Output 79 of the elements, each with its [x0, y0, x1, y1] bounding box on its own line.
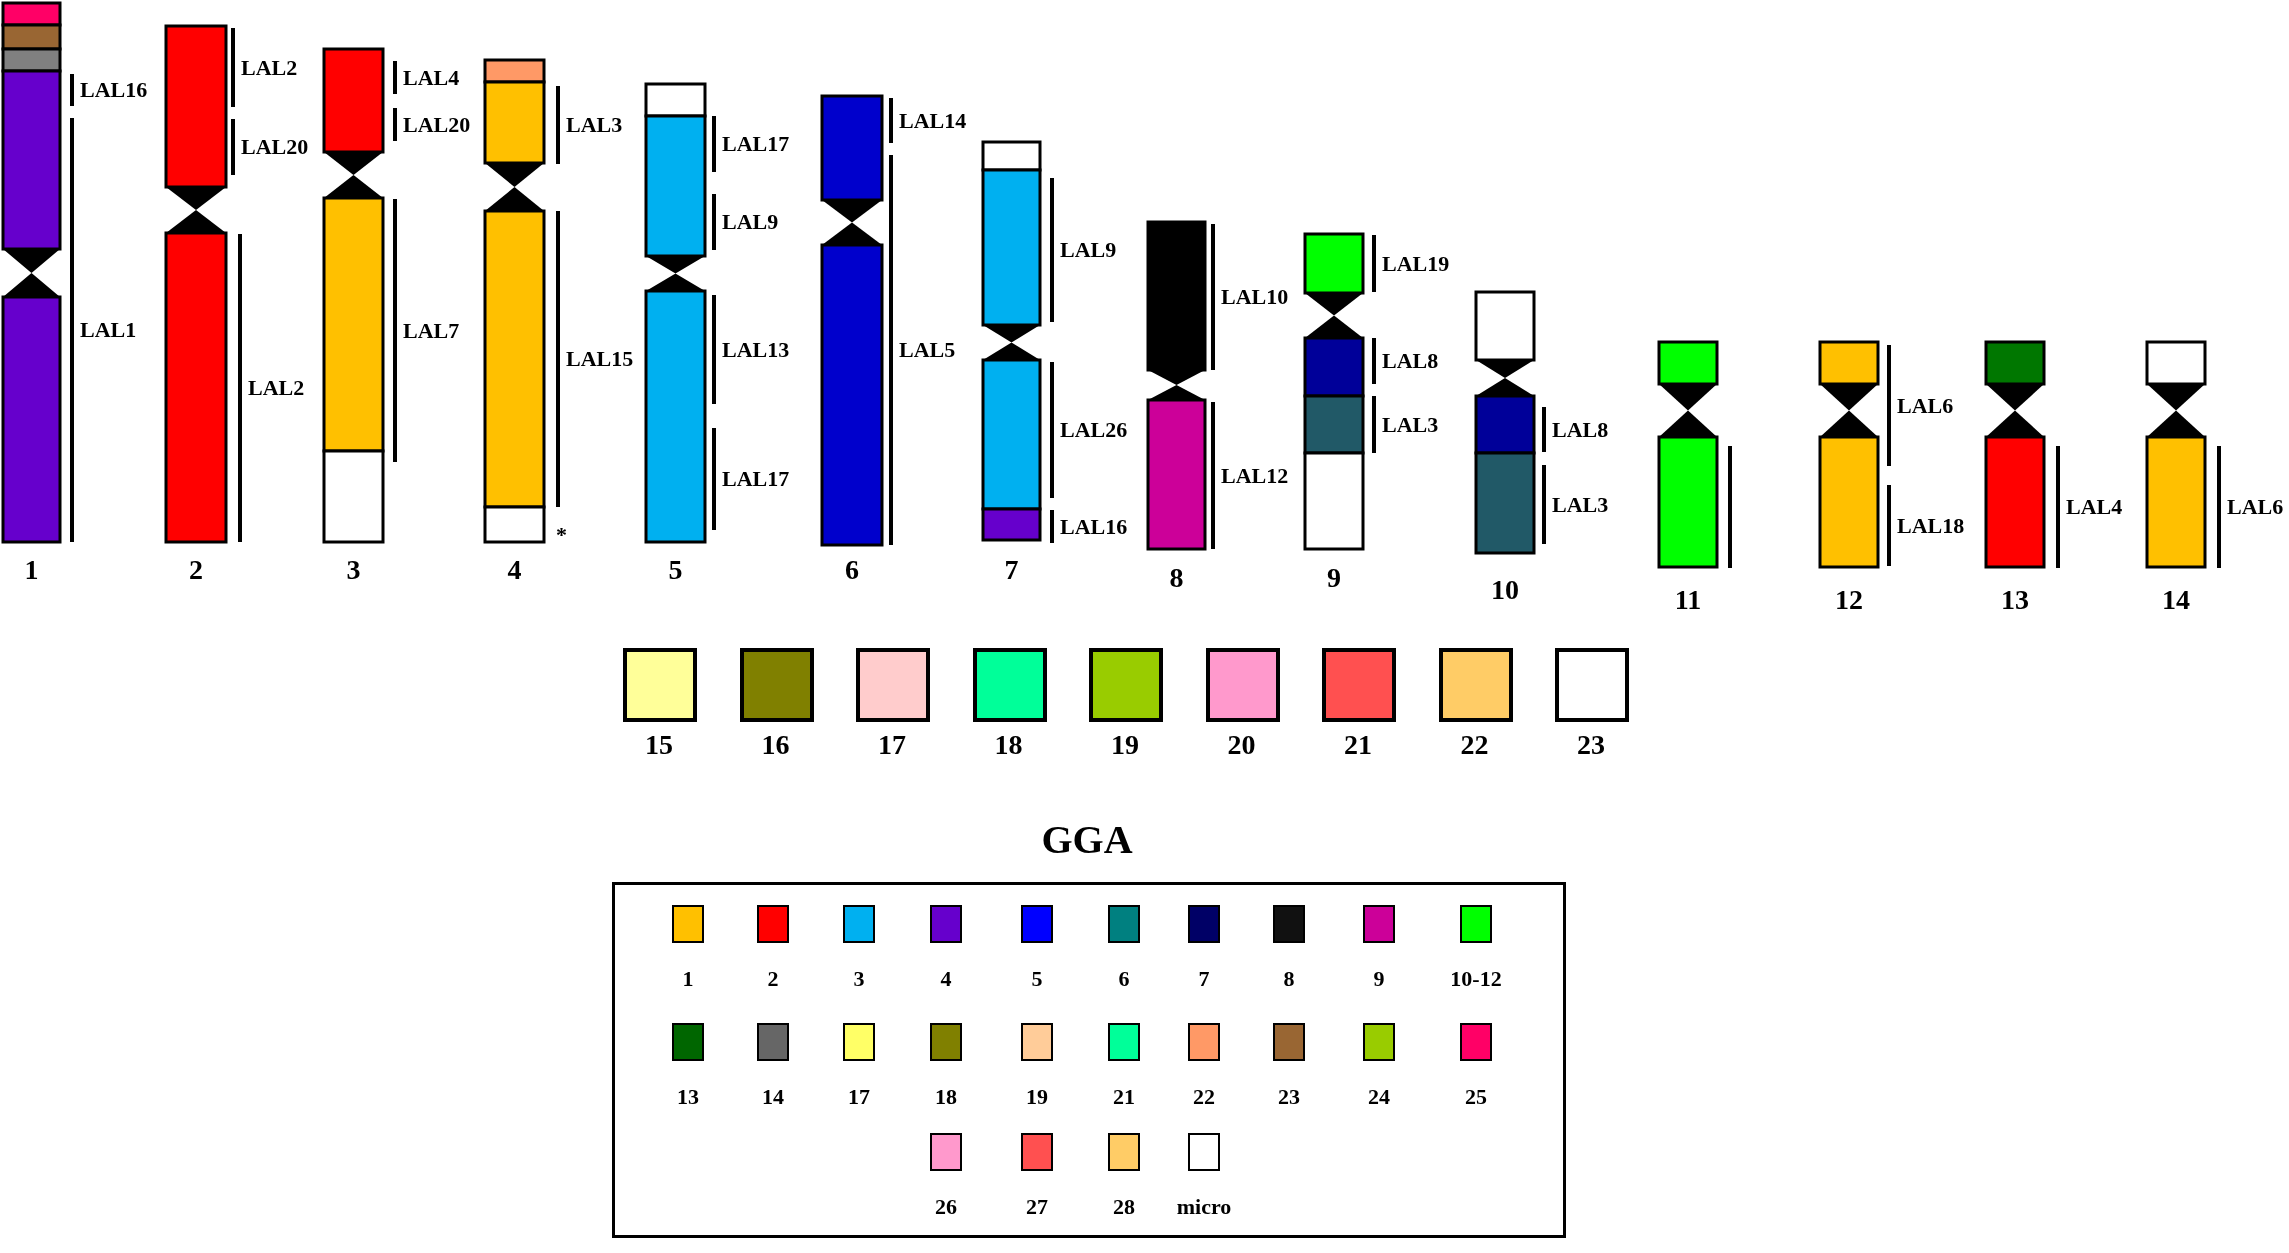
legend-label: micro: [1175, 1195, 1233, 1219]
legend-label: 1: [681, 967, 695, 991]
legend-label: 26: [934, 1195, 958, 1219]
chromosome-number: 9: [1326, 563, 1342, 593]
chromosome-number: 17: [877, 730, 907, 760]
legend-label: 14: [761, 1085, 785, 1109]
locus-label: LAL1: [80, 318, 137, 342]
legend-label: 6: [1117, 967, 1131, 991]
chromosome-number: 1: [23, 555, 40, 585]
chromosome-number: 8: [1168, 563, 1185, 593]
locus-label: LAL8: [1382, 349, 1439, 373]
legend-label: 9: [1372, 967, 1386, 991]
locus-label: LAL4: [403, 65, 460, 90]
locus-label: LAL15: [566, 347, 634, 371]
locus-label: LAL20: [241, 135, 309, 159]
legend-label: 23: [1277, 1085, 1301, 1109]
locus-label: LAL6: [2227, 495, 2284, 519]
legend-label: 3: [852, 967, 866, 991]
locus-label: *: [556, 523, 567, 547]
legend-label: 25: [1464, 1085, 1488, 1109]
locus-label: LAL4: [2066, 495, 2123, 519]
locus-label: LAL12: [1221, 463, 1289, 488]
legend-label: 8: [1282, 967, 1296, 991]
chromosome-number: 16: [760, 730, 791, 760]
locus-label: LAL13: [722, 337, 790, 362]
legend-label: 18: [934, 1085, 958, 1109]
locus-label: LAL3: [566, 113, 623, 137]
locus-label: LAL2: [248, 376, 305, 400]
chromosome-number: 18: [993, 730, 1024, 760]
legend-label: 21: [1112, 1085, 1136, 1109]
chromosome-number: 4: [506, 555, 523, 585]
chromosome-number: 15: [644, 730, 674, 760]
chromosome-number: 6: [844, 555, 860, 585]
locus-label: LAL10: [1221, 285, 1289, 309]
locus-label: LAL5: [899, 338, 956, 362]
legend-label: 17: [847, 1085, 871, 1109]
legend-label: 28: [1112, 1195, 1136, 1219]
chromosome-number: 14: [2161, 585, 2191, 615]
chromosome-number: 11: [1673, 585, 1703, 615]
legend-label: 24: [1367, 1085, 1391, 1109]
chromosome-number: 5: [667, 555, 684, 585]
chromosome-number: 2: [188, 555, 204, 585]
locus-label: LAL8: [1552, 417, 1609, 442]
locus-label: LAL19: [1382, 251, 1450, 276]
chromosome-number: 23: [1576, 730, 1606, 760]
chromosome-number: 7: [1003, 555, 1020, 585]
legend-label: 7: [1197, 967, 1211, 991]
locus-label: LAL20: [403, 112, 471, 137]
legend-label: 22: [1192, 1085, 1216, 1109]
chromosome-number: 21: [1343, 730, 1373, 760]
legend-label: 27: [1025, 1195, 1049, 1219]
locus-label: LAL17: [722, 467, 790, 491]
legend-label: 19: [1025, 1085, 1049, 1109]
locus-label: LAL14: [899, 108, 967, 133]
chromosome-number: 12: [1834, 585, 1864, 615]
legend-label: 10-12: [1449, 967, 1503, 991]
legend-label: 2: [766, 967, 780, 991]
locus-label: LAL16: [1060, 514, 1128, 539]
locus-label: LAL17: [722, 132, 790, 156]
legend-label: 5: [1030, 967, 1044, 991]
chromosome-number: 19: [1110, 730, 1140, 760]
chromosome-number: 10: [1490, 575, 1520, 605]
locus-label: LAL16: [80, 78, 148, 102]
locus-label: LAL2: [241, 55, 298, 80]
locus-label: LAL9: [722, 210, 779, 234]
chromosome-number: 22: [1459, 730, 1490, 760]
locus-label: LAL7: [403, 318, 460, 343]
chromosome-number: 13: [2000, 585, 2030, 615]
chromosome-number: 3: [345, 555, 362, 585]
legend-label: 13: [676, 1085, 700, 1109]
legend-label: 4: [939, 967, 953, 991]
locus-label: LAL6: [1897, 393, 1954, 418]
chromosome-number: 20: [1226, 730, 1257, 760]
locus-label: LAL18: [1897, 513, 1965, 538]
legend-title: GGA: [1040, 818, 1134, 862]
locus-label: LAL3: [1382, 412, 1439, 437]
locus-label: LAL26: [1060, 418, 1128, 442]
locus-label: LAL3: [1552, 492, 1609, 517]
locus-label: LAL9: [1060, 238, 1117, 262]
